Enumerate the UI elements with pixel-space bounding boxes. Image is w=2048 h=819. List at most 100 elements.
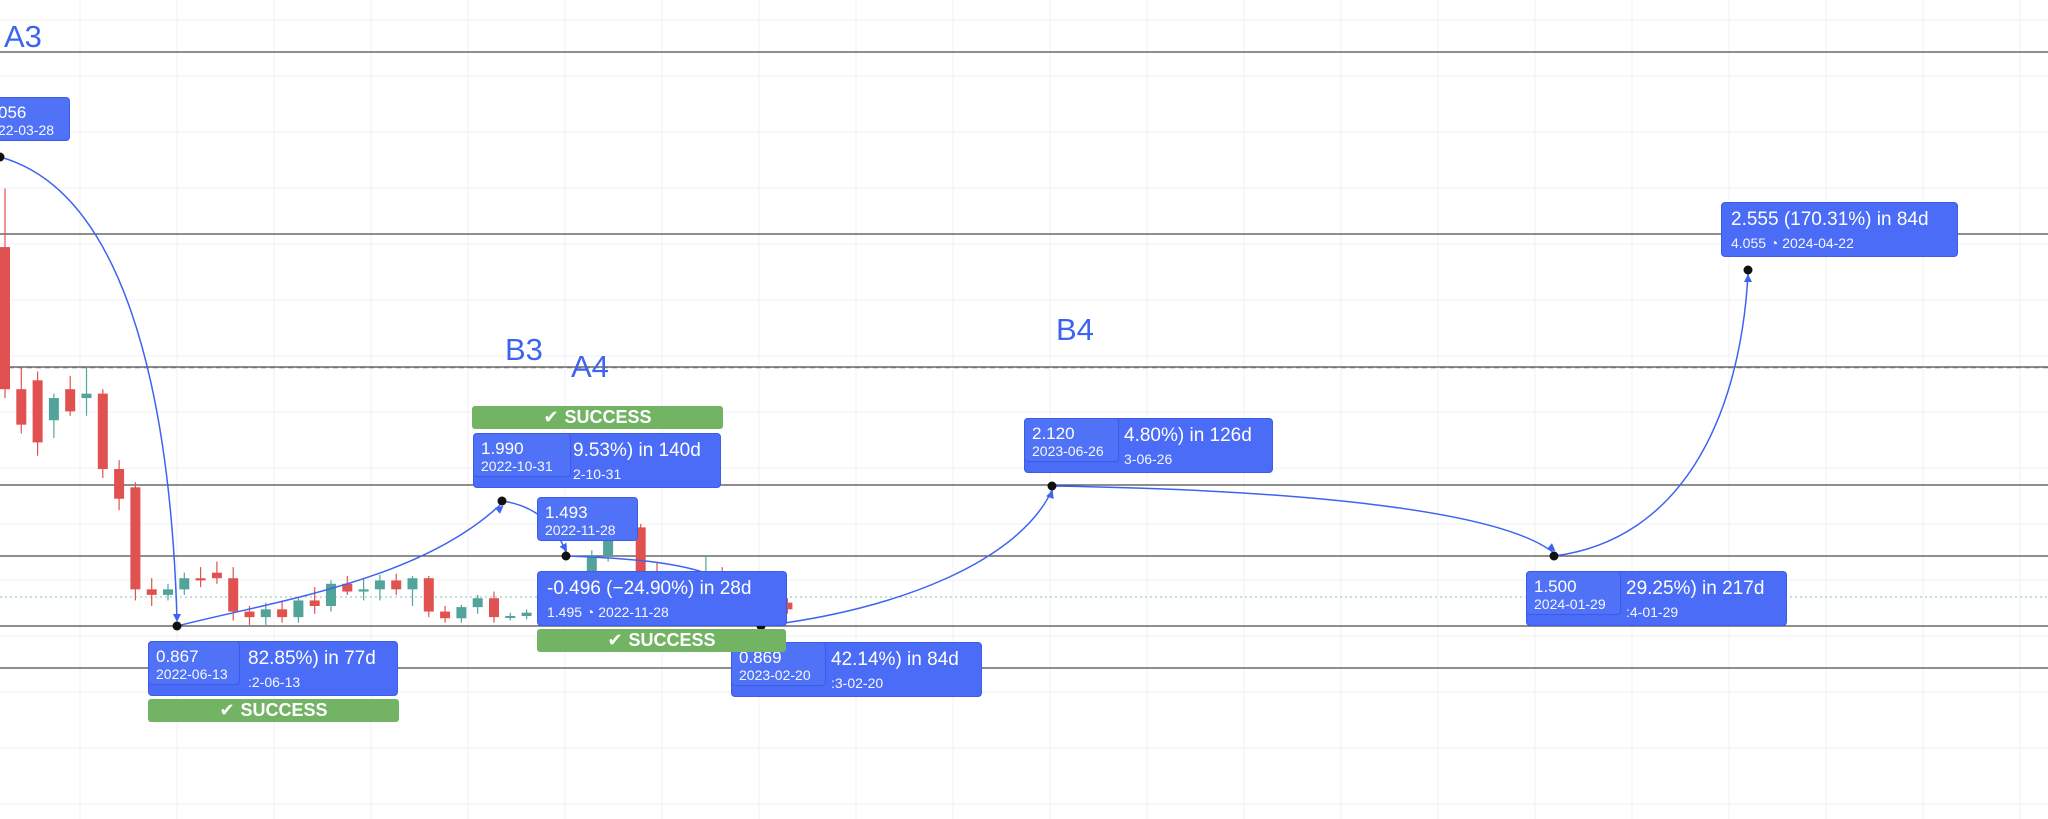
candle-body: [358, 589, 369, 592]
pivot-label-primary: 1.990: [481, 439, 524, 458]
checkmark-icon: ✔: [607, 630, 623, 650]
pivot-dot: [561, 551, 571, 561]
pivot-label-primary: 056: [0, 103, 27, 122]
candle-body: [635, 527, 646, 573]
candle-body: [456, 607, 467, 619]
arrow-head-shape: [494, 505, 504, 514]
success-badge: ✔SUCCESS: [472, 406, 723, 429]
pivot-label-secondary: 3-06-26: [1124, 451, 1173, 467]
candle-body: [293, 600, 304, 618]
arrow-head-shape: [1546, 543, 1556, 552]
wave-label-a4: A4: [571, 349, 609, 384]
candle-body: [32, 380, 43, 443]
pivot-label-primary: 0.869: [739, 648, 782, 667]
wave-label-b4: B4: [1056, 312, 1094, 347]
candle-body: [16, 389, 27, 425]
pivot-dot: [1047, 481, 1057, 491]
candle-body: [228, 578, 239, 612]
pivot-label-primary: 82.85%) in 77d: [248, 648, 376, 669]
candle-body: [489, 598, 499, 618]
candle-body: [163, 589, 173, 595]
candle-body: [146, 589, 157, 595]
candle-body: [309, 600, 320, 606]
candle-body: [244, 611, 255, 618]
checkmark-icon: ✔: [543, 407, 559, 427]
pivot-label-primary: 2.120: [1032, 424, 1075, 443]
candle-body: [81, 393, 92, 399]
candle-body: [326, 583, 336, 606]
candle-body: [97, 393, 108, 470]
pivot-label-secondary: 2024-01-29: [1534, 596, 1606, 612]
success-badge-text: SUCCESS: [628, 630, 716, 650]
candle-body: [391, 580, 402, 590]
candle-body: [48, 398, 59, 421]
candle-body: [782, 602, 793, 610]
candle-body: [374, 580, 385, 590]
pivot-label-box: 2.555 (170.31%) in 84d 4.055 ◔ 2024-04-22: [1721, 202, 1958, 257]
pivot-label-primary: -0.496 (−24.90%) in 28d: [547, 578, 752, 599]
candle-body: [179, 578, 190, 590]
arrow-head-shape: [1046, 490, 1054, 500]
pivot-points: [0, 152, 1753, 631]
candle-body: [472, 598, 483, 608]
pivot-label-primary: 42.14%) in 84d: [831, 649, 959, 670]
candle-body: [0, 247, 10, 390]
pivot-dot: [172, 621, 182, 631]
candle-body: [407, 578, 418, 590]
pivot-dot: [497, 496, 507, 506]
candle-body: [260, 609, 271, 618]
candle-body: [277, 609, 288, 618]
arrow-head: [1744, 274, 1752, 282]
success-badge: ✔SUCCESS: [148, 699, 399, 722]
arrow-head: [1046, 490, 1054, 500]
wave-connector-curve: [1553, 273, 1749, 557]
success-badge-text: SUCCESS: [564, 407, 652, 427]
pivot-label-secondary: 2023-06-26: [1032, 443, 1104, 459]
candle-body: [342, 583, 353, 592]
pivot-label-secondary: 2-10-31: [573, 466, 622, 482]
wave-connector-curve: [0, 156, 178, 621]
pivot-label-primary: 1.493: [545, 503, 588, 522]
pivot-label-primary: 1.500: [1534, 577, 1577, 596]
pivot-dot: [1549, 551, 1559, 561]
pivot-label-secondary: :2-06-13: [248, 674, 301, 690]
pivot-label-secondary: 2022-10-31: [481, 458, 553, 474]
candle-body: [440, 611, 451, 619]
candle-body: [586, 556, 597, 584]
candle-body: [423, 578, 434, 612]
pivot-label-secondary: 4.055 ◔ 2024-04-22: [1731, 235, 1854, 251]
pivot-label-primary: 0.867: [156, 647, 199, 666]
candle-body: [505, 616, 516, 618]
candle-body: [521, 612, 532, 616]
candle-body: [195, 578, 206, 581]
pivot-label-secondary: 2022-11-28: [545, 522, 616, 538]
pivot-dot: [0, 152, 5, 162]
candle-body: [114, 469, 125, 499]
arrow-head: [173, 614, 181, 622]
wave-label-a3: A3: [4, 19, 42, 54]
wave-label-b3: B3: [505, 332, 543, 367]
pivot-label-secondary: :4-01-29: [1626, 604, 1679, 620]
checkmark-icon: ✔: [219, 700, 235, 720]
candle-body: [65, 389, 76, 412]
pivot-label-primary: 2.555 (170.31%) in 84d: [1731, 209, 1929, 230]
wave-connector-curve: [760, 489, 1053, 627]
horizontal-levels: [0, 51, 2048, 669]
pivot-label-secondary: :3-02-20: [831, 675, 884, 691]
arrow-head-shape: [173, 614, 181, 622]
success-badge-text: SUCCESS: [240, 700, 328, 720]
pivot-dot: [1743, 265, 1753, 275]
pivot-label-secondary: 2022-06-13: [156, 666, 228, 682]
pivot-label-secondary: 2023-02-20: [739, 667, 811, 683]
candle-body: [211, 572, 222, 579]
pivot-label-primary: 9.53%) in 140d: [573, 440, 701, 461]
